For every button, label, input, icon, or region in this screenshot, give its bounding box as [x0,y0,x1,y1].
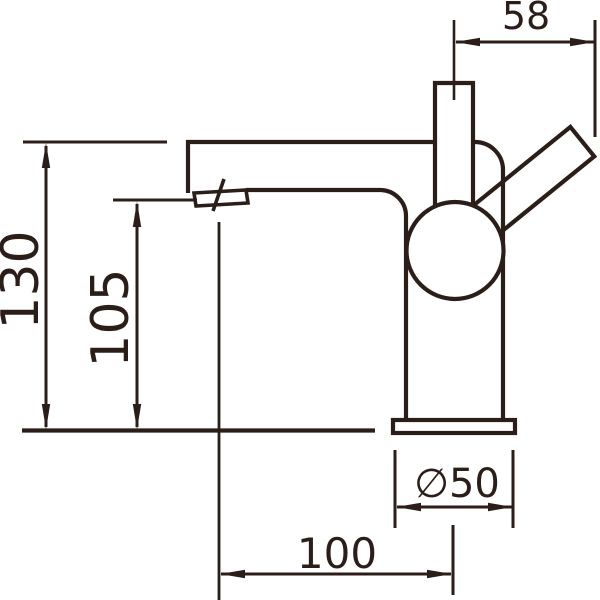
spout-body-outline [185,139,506,420]
cartridge-joint-circle [404,199,506,302]
aerator-tip [191,188,251,208]
arrow-58-right [570,37,595,47]
handle-stem [432,80,476,210]
aerator-slash-mark [211,178,226,212]
label-d50: ∅50 [414,461,500,507]
arrow-105-up [132,201,142,227]
label-100: 100 [297,529,377,578]
label-130: 130 [0,230,51,329]
arrow-130-up [41,143,51,168]
dimension-labels-group: 58 130 105 ∅50 100 [0,0,550,578]
arrow-58-left [455,37,480,47]
arrow-100-right [427,569,452,579]
label-58: 58 [502,0,550,38]
arrow-105-down [132,404,142,430]
arrow-d50-left [396,502,421,512]
arrowheads-group [41,37,595,579]
arrow-d50-right [488,502,513,512]
label-105: 105 [81,268,141,367]
faucet-outline-group [22,80,598,436]
arrow-130-down [41,404,51,430]
arrow-100-left [220,569,245,579]
base-flange [390,417,518,436]
